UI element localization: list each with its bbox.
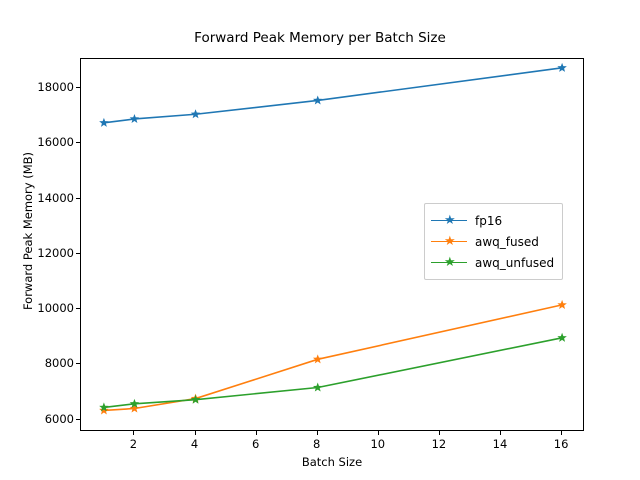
series-fp16 [99,62,567,127]
y-tick-mark [76,197,80,199]
data-point-marker [129,398,140,408]
data-point-marker [312,95,323,105]
x-tick-label: 2 [129,437,138,451]
x-tick-mark [316,431,318,435]
series-line [103,336,563,409]
data-point-marker [557,62,567,72]
data-point-marker [99,117,109,127]
data-point-marker [312,354,323,364]
data-point-marker [557,332,567,342]
x-tick-label: 16 [553,437,569,451]
plot-series-svg [99,62,567,415]
data-point-marker [557,299,567,309]
x-tick-label: 8 [313,437,321,451]
series-line [103,67,563,124]
x-axis-label: Batch Size [301,455,363,469]
x-tick-mark [438,431,440,435]
legend-item-fp16[interactable]: ★ fp16 [431,210,554,231]
y-tick-mark [76,308,80,310]
data-point-marker [129,403,140,413]
x-tick-label: 4 [190,437,199,451]
legend-line [431,261,467,264]
legend-star-icon: ★ [444,212,456,228]
y-tick-label: 18000 [37,80,74,94]
y-tick-mark [76,87,80,88]
x-tick-mark [500,431,501,435]
y-tick-mark [76,252,80,254]
x-tick-mark [133,431,135,435]
legend-swatch: ★ [431,212,467,228]
y-tick-mark [76,142,80,144]
x-tick-label: 6 [251,437,260,451]
legend-label: fp16 [475,213,503,228]
data-point-marker [190,394,201,404]
data-point-marker [99,405,109,415]
legend-item-awq_fused[interactable]: ★ awq_fused [431,231,554,252]
legend-star-icon: ★ [444,233,456,249]
x-tick-mark [255,431,257,435]
x-tick-label: 12 [431,437,447,451]
data-point-marker [190,109,201,119]
y-tick-label: 14000 [37,190,74,205]
x-tick-mark [194,431,196,435]
legend-label: awq_unfused [475,255,555,270]
series-line [103,304,563,412]
y-axis-tick-marks [76,58,80,431]
x-tick-mark [561,431,563,435]
x-tick-label: 14 [492,437,508,451]
y-tick-label: 6000 [44,411,74,426]
data-point-marker [99,402,109,412]
y-tick-label: 12000 [37,245,74,260]
legend-item-awq_unfused[interactable]: ★ awq_unfused [431,252,554,273]
chart-title: Forward Peak Memory per Batch Size [194,30,446,46]
y-axis-tick-labels: 6000 8000 10000 12000 14000 16000 18000 [12,58,74,431]
legend-swatch: ★ [431,233,467,249]
legend-label: awq_fused [475,234,539,249]
y-tick-label: 8000 [44,356,74,371]
legend-swatch: ★ [431,254,467,270]
legend-line [431,219,467,222]
y-tick-mark [76,363,80,365]
y-tick-mark [76,418,80,420]
series-awq_unfused [99,332,567,412]
x-tick-label: 10 [370,437,386,451]
legend-line [431,240,467,243]
x-axis-tick-labels: 2 4 6 8 10 12 14 16 [80,437,584,453]
legend-star-icon: ★ [444,254,456,270]
y-tick-label: 16000 [37,135,74,150]
data-point-marker [129,113,140,123]
x-tick-mark [377,431,379,435]
y-tick-label: 10000 [37,301,74,316]
data-point-marker [312,382,323,392]
x-axis-tick-marks [80,431,584,435]
series-awq_fused [99,299,567,415]
chart-legend: ★ fp16 ★ awq_fused ★ awq_unfused [424,203,564,280]
